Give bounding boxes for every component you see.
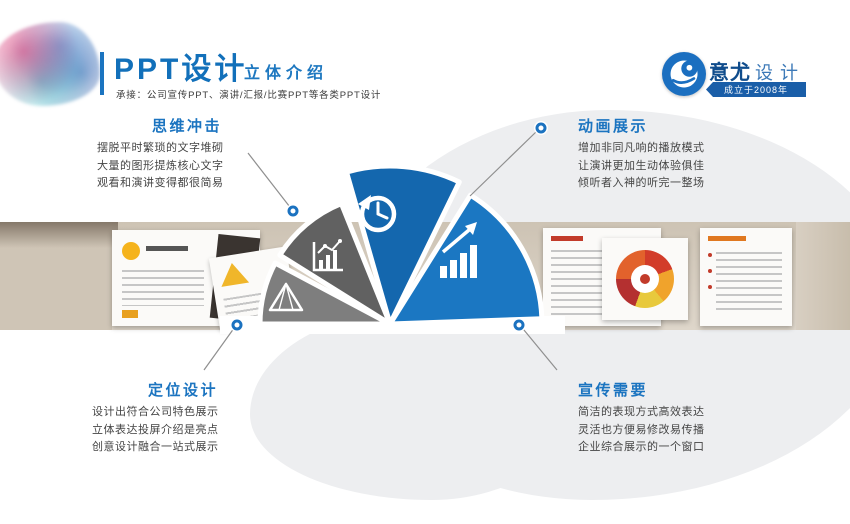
watercolor-decoration: [0, 22, 100, 106]
fan-chart: [220, 163, 565, 334]
page-subtitle: 立体介绍: [244, 65, 329, 82]
logo-swirl-icon: [670, 60, 698, 88]
title-accent-bar: [100, 52, 104, 95]
logo-brand-bold: 意尤: [709, 62, 751, 84]
logo-icon: [662, 52, 706, 96]
feature-title: 动画展示: [578, 118, 649, 135]
line-chart-icon: [312, 239, 343, 272]
banner-slide: [700, 228, 792, 326]
logo-brand-light: 设计: [755, 63, 805, 83]
logo-brand-name: 意尤设计: [709, 56, 805, 85]
wedge-clock[interactable]: [344, 163, 462, 327]
banner-donut-chart: [616, 250, 674, 308]
feature-positioning-design: 定位设计 设计出符合公司特色展示 立体表达投屏介绍是亮点 创意设计融合一站式展示: [92, 379, 219, 457]
page-tagline: 承接：公司宣传PPT、演讲/汇报/比赛PPT等各类PPT设计: [116, 90, 382, 101]
feature-mind-impact: 思维冲击 摆脱平时繁琐的文字堆砌 大量的图形提炼核心文字 观看和演讲变得都很简易: [97, 115, 224, 193]
page-title: PPT设计: [114, 53, 248, 86]
growth-bars-icon: [440, 222, 477, 278]
feature-title: 定位设计: [148, 382, 219, 399]
history-clock-icon: [358, 195, 397, 233]
logo-since-text: 成立于2008年: [723, 85, 789, 95]
feature-title: 思维冲击: [152, 118, 223, 135]
pyramid-icon: [268, 282, 304, 312]
banner-shadow: [0, 222, 118, 248]
feature-description: 设计出符合公司特色展示 立体表达投屏介绍是亮点 创意设计融合一站式展示: [92, 406, 219, 453]
feature-title: 宣传需要: [578, 382, 649, 399]
feature-promotion-need: 宣传需要 简洁的表现方式高效表达 灵活也方便易修改易传播 企业综合展示的一个窗口: [578, 379, 705, 457]
banner-shadow: [796, 222, 850, 330]
company-logo: 意尤设计 成立于2008年: [662, 50, 822, 100]
background-blob: [250, 310, 580, 500]
feature-description: 增加非同凡响的播放模式 让演讲更加生动体验俱佳 倾听者入神的听完一整场: [578, 142, 705, 189]
logo-ribbon: 成立于2008年: [706, 82, 806, 97]
feature-animation-show: 动画展示 增加非同凡响的播放模式 让演讲更加生动体验俱佳 倾听者入神的听完一整场: [578, 115, 705, 193]
feature-description: 摆脱平时繁琐的文字堆砌 大量的图形提炼核心文字 观看和演讲变得都很简易: [97, 142, 224, 189]
banner-slide: [602, 238, 688, 320]
feature-description: 简洁的表现方式高效表达 灵活也方便易修改易传播 企业综合展示的一个窗口: [578, 406, 705, 453]
